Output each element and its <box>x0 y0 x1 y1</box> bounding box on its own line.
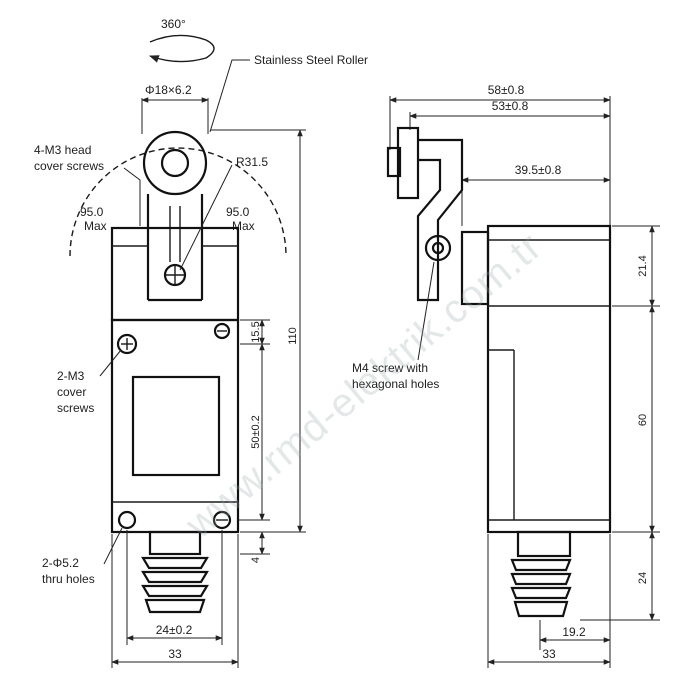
cover-screws-line2: cover <box>57 385 86 399</box>
dim-21-4: 21.4 <box>637 255 649 276</box>
dim-33-front: 33 <box>168 647 182 661</box>
dim-60: 60 <box>637 414 649 426</box>
side-lever <box>416 138 464 302</box>
cover-screw-icon <box>213 322 231 340</box>
cable-gland <box>141 530 209 614</box>
screw-note-line2: hexagonal holes <box>352 377 439 391</box>
side-cable-gland <box>510 530 572 618</box>
watermark: www.rmd-elektrik.com.tr <box>177 224 551 547</box>
dim-4: 4 <box>250 557 262 563</box>
angle-left-value: 95.0 <box>80 205 104 219</box>
screw-note-line1: M4 screw with <box>352 361 428 375</box>
dim-24-side: 24 <box>637 572 649 584</box>
dim-53: 53±0.8 <box>492 99 529 113</box>
dim-58: 58±0.8 <box>488 83 525 97</box>
cover-window <box>131 375 221 477</box>
thru-hole-icon <box>117 510 137 530</box>
front-view: 360° Stainless Steel Roller Φ18×6.2 95.0… <box>34 17 368 668</box>
dim-19-2: 19.2 <box>562 625 586 639</box>
rotation-label: 360° <box>161 17 186 31</box>
roller-leader <box>209 59 250 133</box>
side-roller <box>396 126 420 200</box>
cover-screws-line3: screws <box>57 401 94 415</box>
angle-right-value: 95.0 <box>226 205 250 219</box>
roller-size: Φ18×6.2 <box>145 83 192 97</box>
thru-holes-line1: 2-Φ5.2 <box>42 556 79 570</box>
dim-110: 110 <box>287 327 299 345</box>
m4-screw-icon <box>424 234 452 262</box>
cover-screw-icon <box>116 333 138 355</box>
dim-24: 24±0.2 <box>156 623 193 637</box>
angle-left-max: Max <box>84 219 107 233</box>
side-view: 58±0.8 53±0.8 39.5±0.8 M4 screw with hex… <box>352 83 660 668</box>
thru-holes-line2: thru holes <box>42 572 95 586</box>
thru-hole-icon <box>212 510 232 530</box>
lever-arm <box>146 194 204 302</box>
dim-39-5: 39.5±0.8 <box>515 163 562 177</box>
dim-33-side: 33 <box>542 647 556 661</box>
roller-hub <box>160 148 190 178</box>
head-screws-line1: 4-M3 head <box>34 143 91 157</box>
sweep-arc <box>69 147 287 257</box>
rotation-arrow <box>149 34 215 63</box>
dim-50: 50±0.2 <box>250 415 262 449</box>
head-screws-line2: cover screws <box>34 159 104 173</box>
radius-label: R31.5 <box>236 155 268 169</box>
dim-15-5: 15.5 <box>250 321 262 342</box>
cover-screws-line1: 2-M3 <box>57 369 85 383</box>
roller <box>142 130 208 196</box>
angle-right-max: Max <box>232 219 255 233</box>
roller-note: Stainless Steel Roller <box>254 53 368 67</box>
